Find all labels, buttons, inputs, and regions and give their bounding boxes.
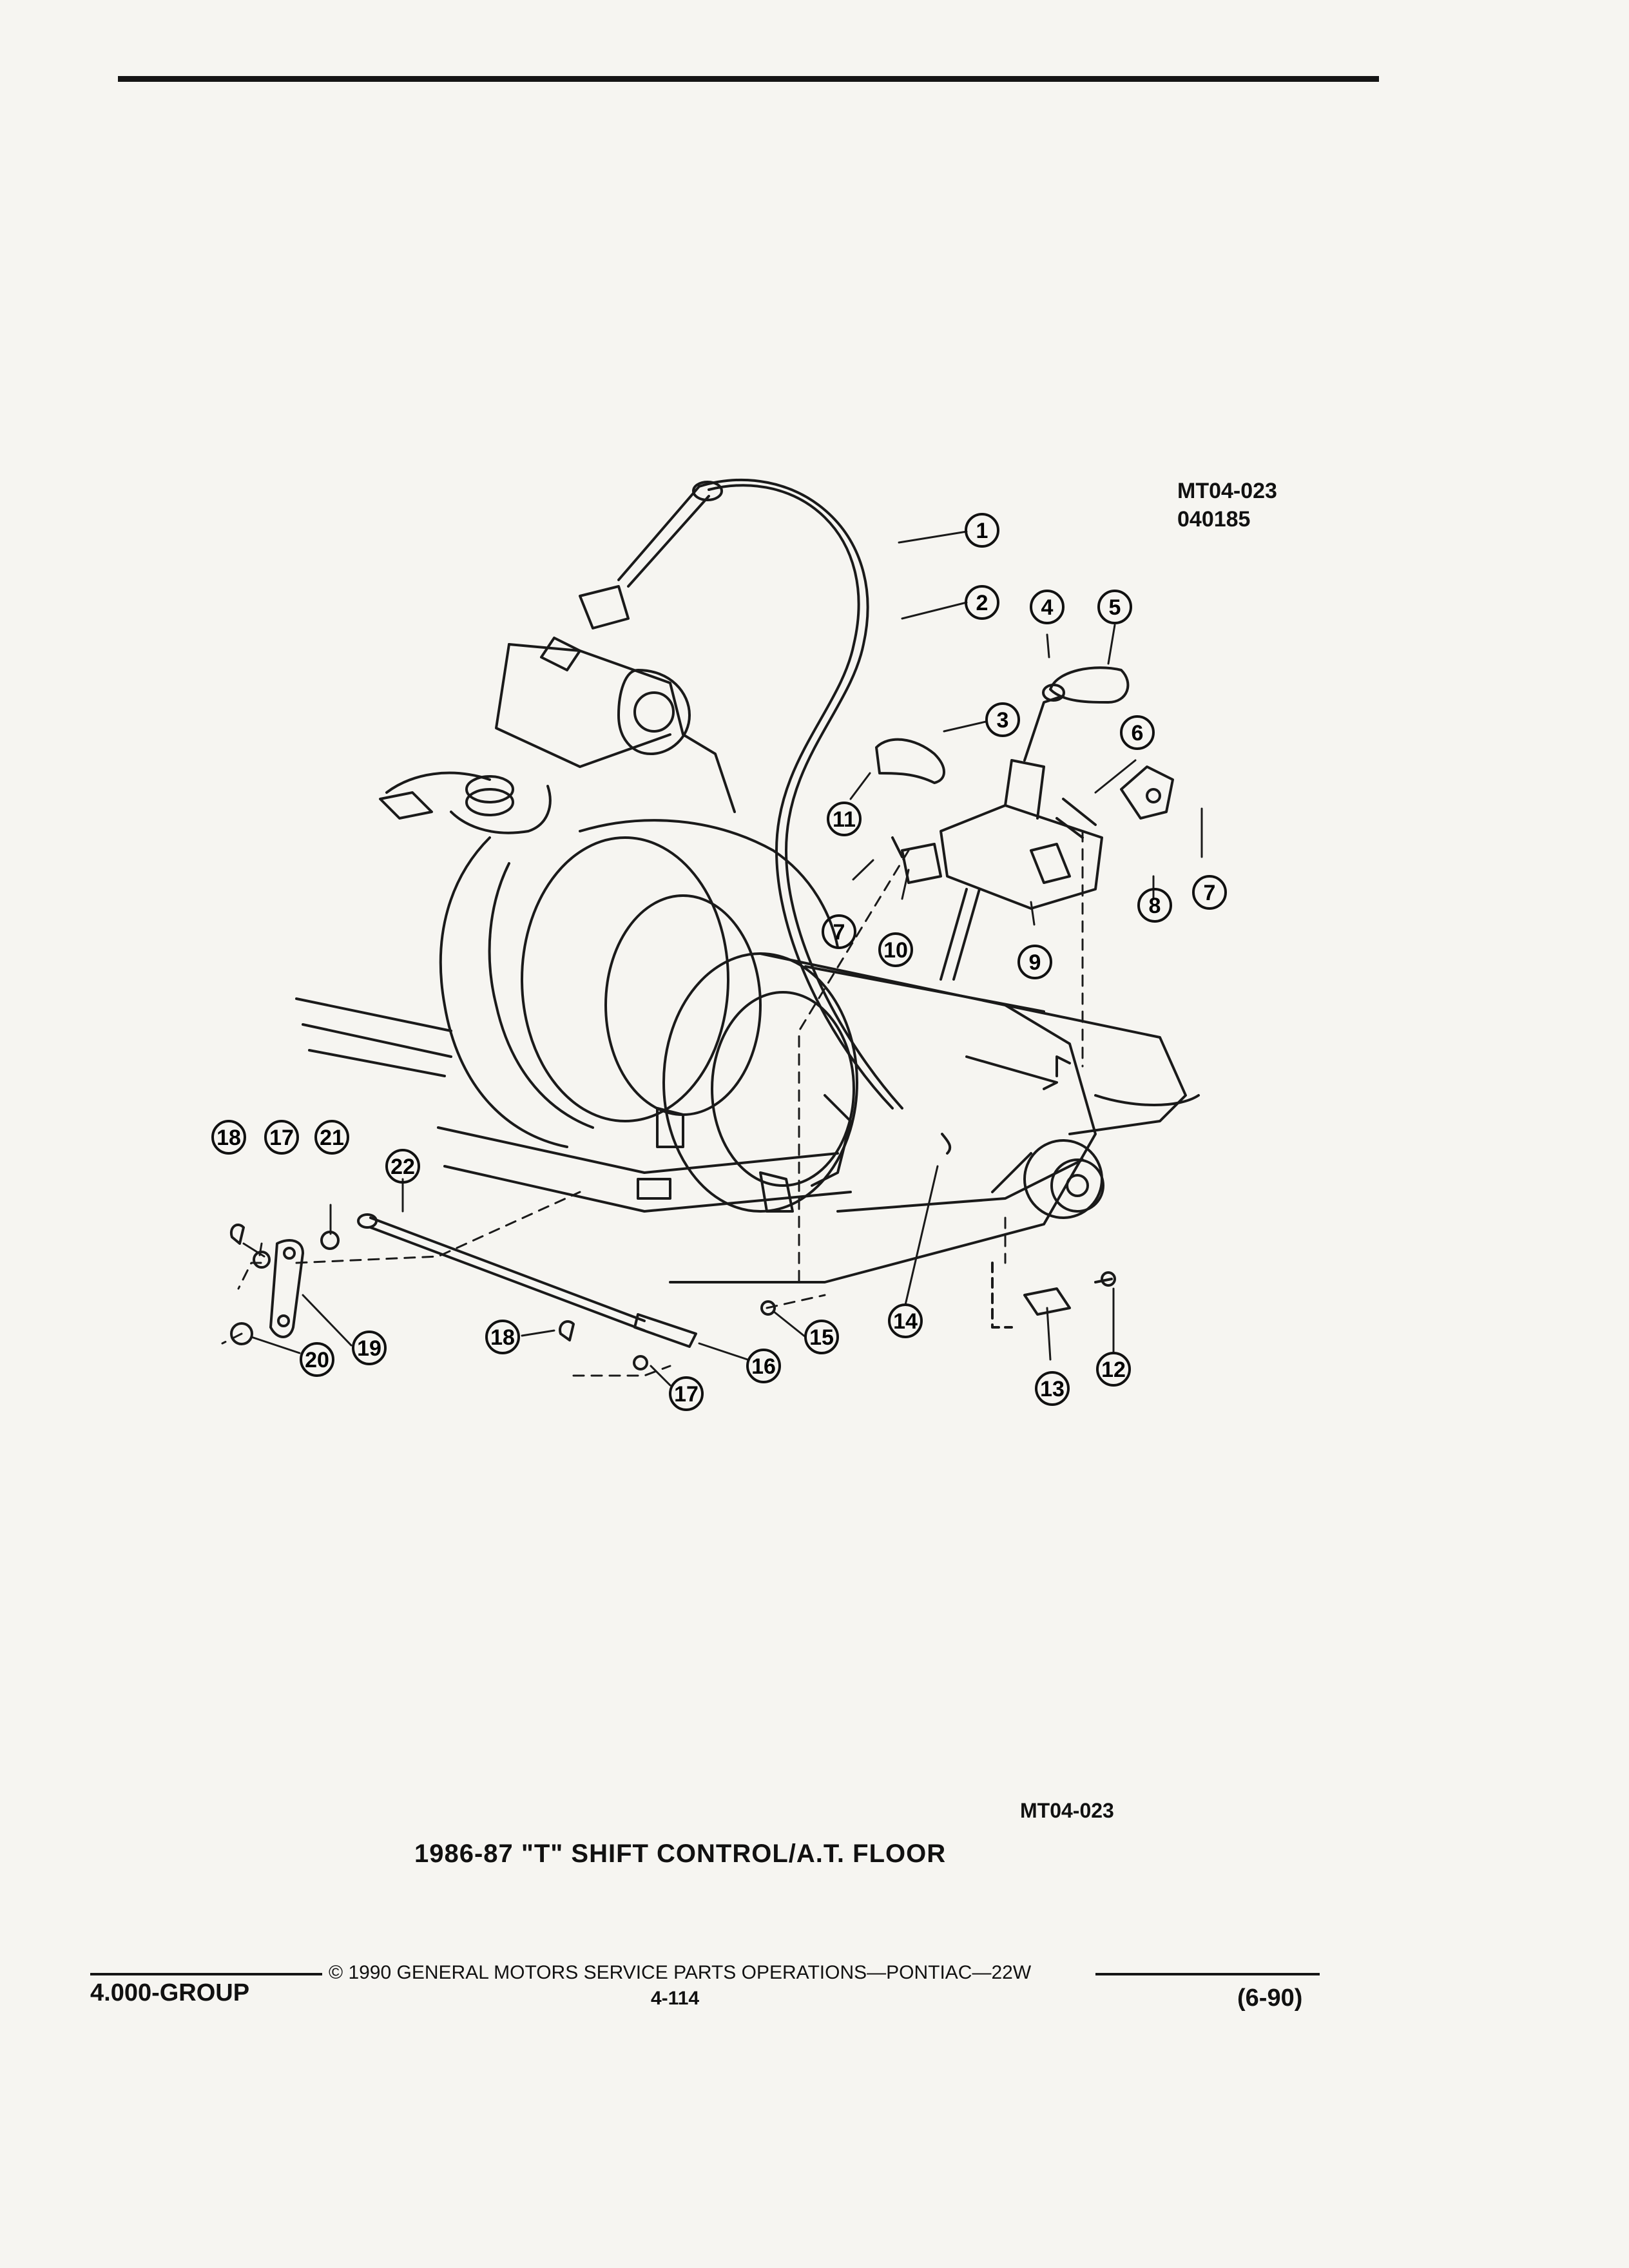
- callout-22: 22: [385, 1149, 420, 1184]
- svg-text:2: 2: [976, 591, 988, 615]
- svg-text:14: 14: [893, 1309, 918, 1334]
- footer-copyright: © 1990 GENERAL MOTORS SERVICE PARTS OPER…: [329, 1962, 1032, 1983]
- callout-20: 20: [300, 1342, 334, 1377]
- callout-12: 12: [1096, 1352, 1131, 1387]
- svg-text:11: 11: [833, 807, 856, 832]
- svg-text:5: 5: [1109, 595, 1121, 620]
- svg-text:18: 18: [217, 1126, 241, 1150]
- svg-text:12: 12: [1101, 1358, 1126, 1382]
- svg-text:4: 4: [1041, 595, 1054, 620]
- reference-code-line2: 040185: [1177, 507, 1251, 532]
- svg-text:13: 13: [1040, 1377, 1065, 1401]
- callout-6: 6: [1120, 715, 1155, 750]
- svg-text:10: 10: [883, 938, 908, 963]
- callout-11: 11: [827, 802, 862, 836]
- callout-21: 21: [314, 1120, 349, 1155]
- callout-15: 15: [804, 1320, 839, 1354]
- callout-7-left: 7: [822, 914, 856, 949]
- svg-text:19: 19: [357, 1336, 381, 1361]
- callout-3: 3: [985, 702, 1020, 737]
- callout-17-left: 17: [264, 1120, 299, 1155]
- svg-text:8: 8: [1149, 894, 1161, 918]
- callout-14: 14: [888, 1303, 923, 1338]
- callout-18-bottom: 18: [485, 1320, 520, 1354]
- callout-1: 1: [965, 513, 999, 548]
- callout-17-bottom: 17: [669, 1376, 704, 1411]
- callout-2: 2: [965, 585, 999, 620]
- svg-text:15: 15: [809, 1325, 834, 1350]
- figure-title: 1986-87 "T" SHIFT CONTROL/A.T. FLOOR: [414, 1840, 947, 1868]
- svg-text:9: 9: [1029, 950, 1041, 975]
- transmission-drawing: [221, 479, 1203, 1387]
- callout-5: 5: [1097, 590, 1132, 624]
- callout-10: 10: [878, 932, 913, 967]
- svg-text:7: 7: [1204, 881, 1216, 905]
- svg-text:3: 3: [997, 708, 1009, 733]
- reference-code: MT04-023 040185: [1177, 477, 1277, 533]
- svg-text:17: 17: [269, 1126, 294, 1150]
- callout-13: 13: [1035, 1371, 1070, 1406]
- callout-7-right: 7: [1192, 875, 1227, 910]
- footer-page-number: 4-114: [651, 1988, 700, 2009]
- callout-4: 4: [1030, 590, 1065, 624]
- svg-text:18: 18: [490, 1325, 515, 1350]
- footer-group-label: 4.000-GROUP: [90, 1979, 250, 2006]
- svg-text:21: 21: [320, 1126, 344, 1150]
- footer-rule-right: [1095, 1973, 1320, 1975]
- top-rule: [118, 76, 1379, 82]
- svg-text:17: 17: [674, 1382, 699, 1407]
- callout-19: 19: [352, 1331, 387, 1365]
- reference-code-line1: MT04-023: [1177, 479, 1277, 503]
- callout-labels: 1 2 3 4 5 6 7 7 8 9 10 11 12 13 14 15 16…: [211, 513, 1227, 1411]
- callout-9: 9: [1017, 945, 1052, 979]
- svg-text:7: 7: [833, 920, 845, 945]
- callout-16: 16: [746, 1349, 781, 1383]
- svg-text:22: 22: [390, 1155, 415, 1179]
- footer-rule-left: [90, 1973, 322, 1975]
- svg-text:1: 1: [976, 519, 988, 543]
- svg-text:20: 20: [305, 1348, 329, 1372]
- svg-text:16: 16: [751, 1354, 776, 1379]
- footer-revision: (6-90): [1237, 1984, 1303, 2012]
- callout-8: 8: [1137, 888, 1172, 923]
- callout-18-left: 18: [211, 1120, 246, 1155]
- svg-text:6: 6: [1132, 721, 1144, 745]
- figure-code: MT04-023: [1020, 1799, 1114, 1822]
